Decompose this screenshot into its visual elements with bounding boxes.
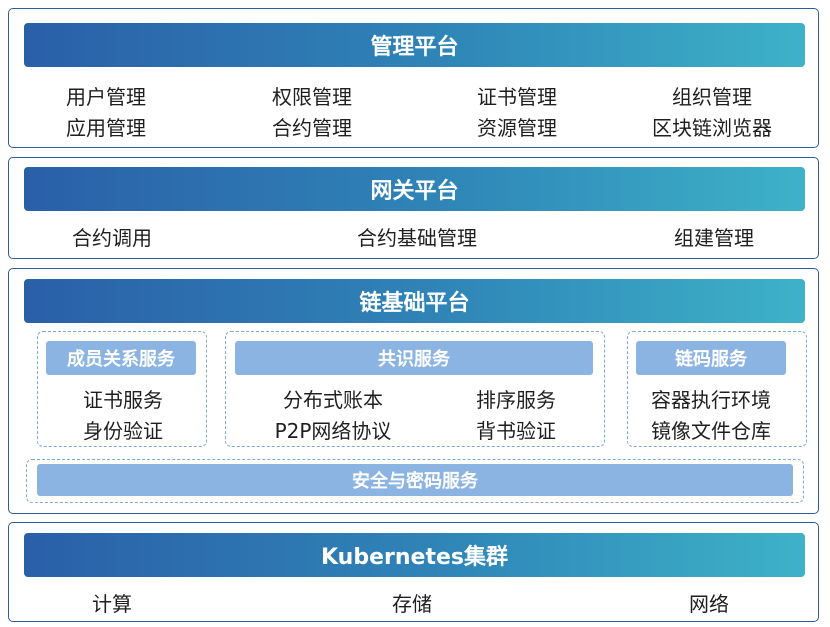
management-item-permission: 权限管理 [272, 85, 352, 109]
member-service-group: 成员关系服务 证书服务 身份验证 [37, 331, 207, 447]
chaincode-item-image-repository: 镜像文件仓库 [651, 419, 771, 443]
management-item-application: 应用管理 [66, 116, 146, 140]
gateway-item-contract-basic-management: 合约基础管理 [357, 226, 477, 250]
gateway-item-build-management: 组建管理 [674, 226, 754, 250]
kubernetes-item-compute: 计算 [92, 592, 132, 616]
management-item-resource: 资源管理 [477, 116, 557, 140]
security-service-title: 安全与密码服务 [37, 464, 793, 496]
management-platform-panel: 管理平台 用户管理 权限管理 证书管理 组织管理 应用管理 合约管理 资源管理 … [8, 8, 819, 148]
management-item-organization: 组织管理 [672, 85, 752, 109]
gateway-platform-title: 网关平台 [24, 167, 805, 211]
consensus-item-endorsement-verification: 背书验证 [476, 419, 556, 443]
kubernetes-item-storage: 存储 [392, 592, 432, 616]
consensus-item-distributed-ledger: 分布式账本 [283, 388, 383, 412]
management-item-blockchain-browser: 区块链浏览器 [652, 116, 772, 140]
member-service-title: 成员关系服务 [46, 341, 196, 375]
gateway-item-contract-call: 合约调用 [72, 226, 152, 250]
gateway-platform-panel: 网关平台 合约调用 合约基础管理 组建管理 [8, 157, 819, 259]
consensus-service-group: 共识服务 分布式账本 排序服务 P2P网络协议 背书验证 [225, 331, 605, 447]
management-platform-title: 管理平台 [24, 23, 805, 67]
consensus-service-title: 共识服务 [235, 341, 593, 375]
member-item-certificate-service: 证书服务 [83, 388, 163, 412]
management-item-certificate: 证书管理 [477, 85, 557, 109]
chain-platform-panel: 链基础平台 成员关系服务 证书服务 身份验证 共识服务 分布式账本 排序服务 P… [8, 268, 819, 514]
chaincode-item-container-runtime: 容器执行环境 [651, 388, 771, 412]
security-service-group: 安全与密码服务 [26, 459, 804, 503]
chain-platform-title: 链基础平台 [24, 279, 805, 323]
kubernetes-item-network: 网络 [689, 592, 729, 616]
kubernetes-cluster-title: Kubernetes集群 [24, 533, 805, 577]
kubernetes-cluster-panel: Kubernetes集群 计算 存储 网络 [8, 522, 819, 622]
chaincode-service-title: 链码服务 [636, 341, 786, 375]
consensus-item-ordering-service: 排序服务 [476, 388, 556, 412]
consensus-item-p2p-protocol: P2P网络协议 [274, 419, 392, 443]
member-item-identity-verification: 身份验证 [83, 419, 163, 443]
management-item-contract: 合约管理 [272, 116, 352, 140]
management-item-user: 用户管理 [66, 85, 146, 109]
chaincode-service-group: 链码服务 容器执行环境 镜像文件仓库 [627, 331, 807, 447]
